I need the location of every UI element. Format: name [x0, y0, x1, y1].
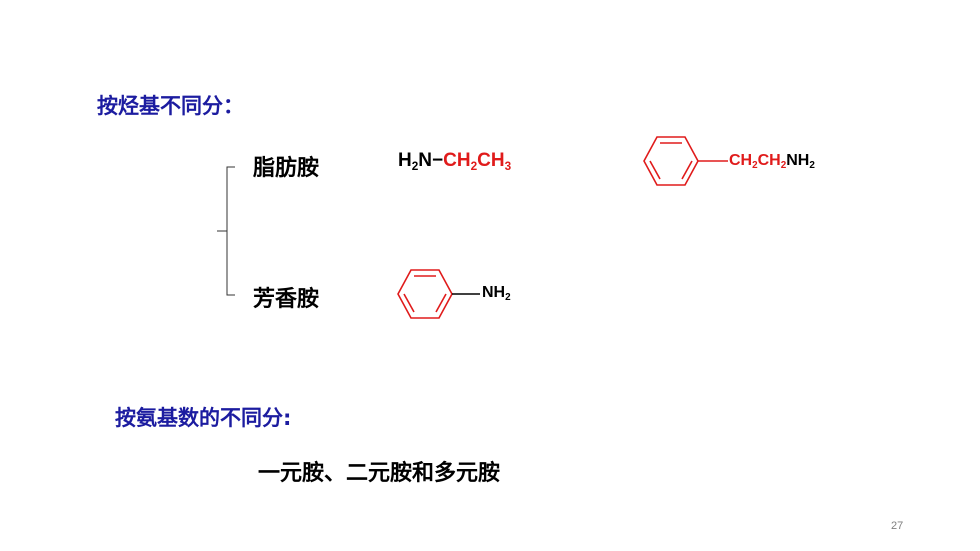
formula-h-subscript: 2: [411, 159, 419, 173]
chain-nh2-subscript: 2: [809, 160, 815, 172]
chain-ch2-a: CH: [729, 152, 753, 169]
formula-ch3: CH: [477, 150, 505, 171]
phenethylamine-chain: CH2CH2NH2: [729, 152, 815, 172]
section-heading-hydrocarbon: 按烃基不同分：: [97, 94, 244, 118]
ethylamine-formula: H2N−CH2CH3: [398, 150, 511, 172]
aliphatic-amine-label: 脂肪胺: [253, 156, 320, 181]
aniline-nh: NH: [482, 284, 506, 301]
benzene-ring-phenethylamine: [643, 136, 728, 186]
benzene-ring-aniline: [397, 269, 480, 319]
page-number: 27: [891, 520, 904, 532]
formula-ch3-subscript: 3: [504, 159, 512, 173]
aniline-nh2: NH2: [482, 284, 511, 304]
grouping-bracket: [217, 166, 235, 296]
chain-nh2: NH: [786, 152, 810, 169]
chain-ch2-a-subscript: 2: [752, 160, 758, 172]
chain-ch2-b-subscript: 2: [780, 160, 787, 172]
section-heading-amino-count: 按氨基数的不同分:: [115, 406, 292, 430]
formula-n: N: [418, 150, 433, 171]
formula-ch2-subscript: 2: [470, 159, 478, 173]
aniline-nh-subscript: 2: [505, 292, 511, 304]
formula-bond: −: [432, 150, 444, 171]
amine-classification-text: 一元胺、二元胺和多元胺: [258, 461, 501, 486]
chain-ch2-b: CH: [757, 152, 781, 169]
aromatic-amine-label: 芳香胺: [253, 287, 320, 312]
formula-h: H: [398, 150, 412, 171]
formula-ch2: CH: [443, 150, 471, 171]
